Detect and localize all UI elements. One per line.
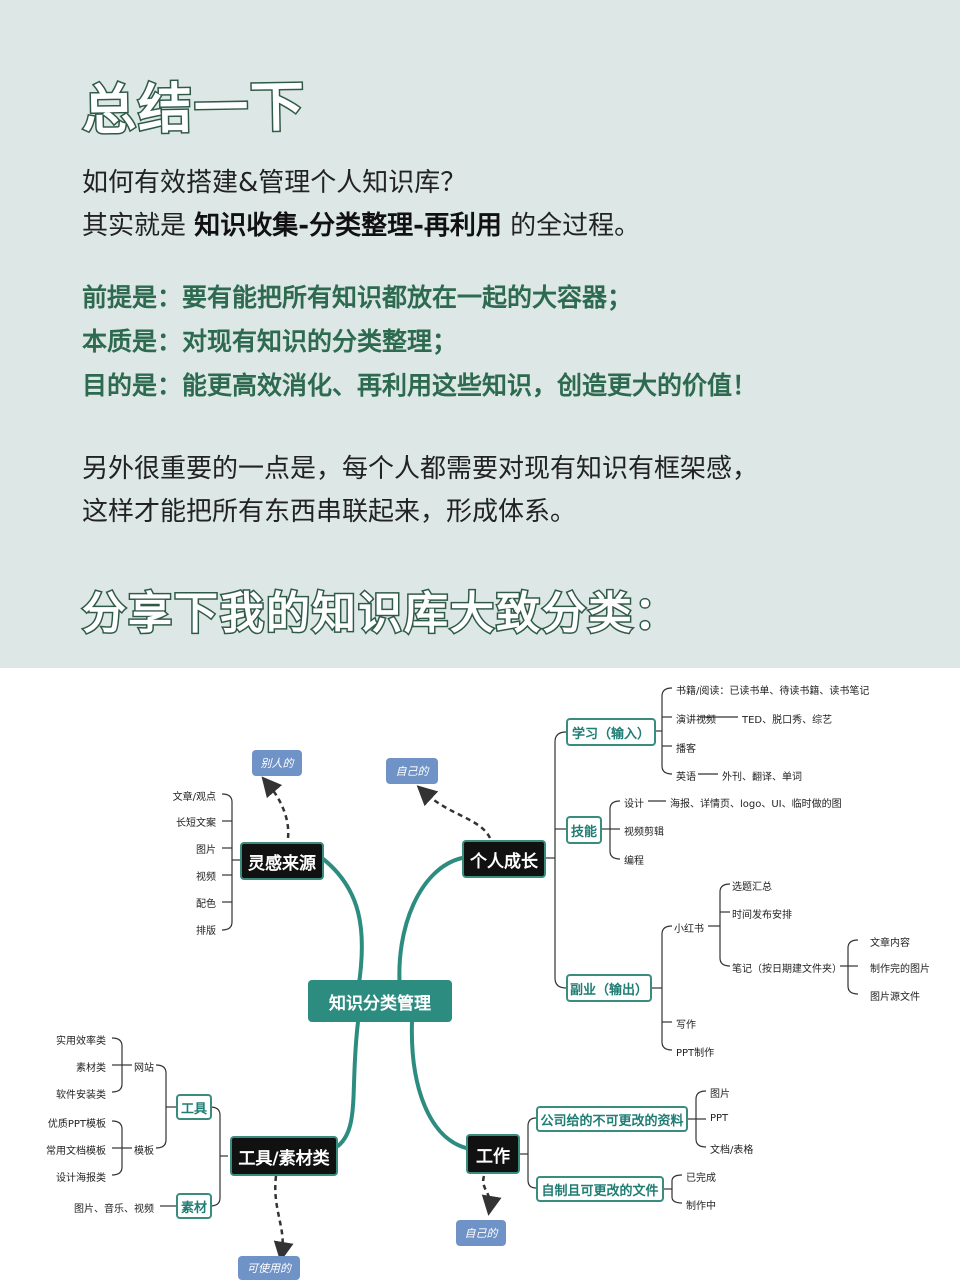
page-title: 总结一下 [80, 74, 308, 144]
key-points: 前提是：要有能把所有知识都放在一起的大容器； 本质是：对现有知识的分类整理； 目… [82, 276, 757, 408]
leaf-ppt-templates: 优质PPT模板 [47, 1119, 106, 1130]
node-materials[interactable]: 素材 [176, 1193, 212, 1219]
leaf-ppt-making: PPT制作 [676, 1048, 715, 1059]
summary-panel: 总结一下 如何有效搭建&管理个人知识库？ 其实就是 知识收集-分类整理-再利用 … [0, 0, 960, 668]
intro-process: 其实就是 知识收集-分类整理-再利用 的全过程。 [82, 211, 641, 241]
leaf-images: 图片 [196, 845, 216, 856]
node-tools-materials[interactable]: 工具/素材类 [230, 1136, 338, 1176]
tag-others: 别人的 [252, 750, 302, 776]
branch-inspiration [320, 856, 364, 992]
mind-map: 知识分类管理 灵感来源 别人的 文章/观点 长短文案 图片 视频 配色 排版 个… [0, 668, 960, 1280]
node-tools[interactable]: 工具 [176, 1094, 212, 1120]
leaf-company-images: 图片 [710, 1089, 730, 1100]
leaf-company-ppt: PPT [710, 1113, 729, 1124]
leaf-speech: 演讲视频 [676, 715, 716, 726]
mind-map-connectors [111, 687, 859, 1262]
point-purpose: 目的是：能更高效消化、再利用这些知识，创造更大的价值！ [82, 371, 758, 400]
node-company-files[interactable]: 公司给的不可更改的资料 [536, 1106, 688, 1132]
leaf-done: 已完成 [686, 1173, 716, 1184]
branch-growth [397, 856, 464, 992]
node-inspiration[interactable]: 灵感来源 [240, 842, 324, 880]
leaf-software: 软件安装类 [56, 1090, 106, 1101]
branch-tools [336, 1020, 360, 1148]
tag-own-work: 自己的 [456, 1220, 506, 1246]
leaf-copywriting: 长短文案 [176, 818, 216, 829]
leaf-design-detail: 海报、详情页、logo、UI、临时做的图 [670, 799, 842, 810]
node-skills[interactable]: 技能 [566, 816, 602, 844]
leaf-english: 英语 [676, 772, 696, 783]
tag-own-growth: 自己的 [386, 758, 438, 784]
leaf-video-editing: 视频剪辑 [624, 827, 664, 838]
leaf-xiaohongshu: 小红书 [674, 924, 704, 935]
leaf-image-sources: 图片源文件 [870, 992, 920, 1003]
leaf-speech-detail: TED、脱口秀、综艺 [742, 715, 833, 726]
tag-usable: 可使用的 [238, 1256, 300, 1280]
leaf-websites: 网站 [134, 1063, 154, 1074]
leaf-finished-images: 制作完的图片 [870, 964, 930, 975]
leaf-design: 设计 [624, 799, 644, 810]
point-essence: 本质是：对现有知识的分类整理； [82, 327, 458, 356]
leaf-layout: 排版 [196, 926, 216, 937]
extra-line-2: 这样才能把所有东西串联起来，形成体系。 [82, 497, 577, 527]
leaf-colors: 配色 [196, 899, 216, 910]
leaf-english-detail: 外刊、翻译、单词 [722, 772, 802, 783]
leaf-videos: 视频 [196, 872, 216, 883]
extra-text: 另外很重要的一点是，每个人都需要对现有知识有框架感， 这样才能把所有东西串联起来… [82, 448, 758, 534]
node-side-business[interactable]: 副业（输出） [566, 974, 652, 1002]
center-node[interactable]: 知识分类管理 [308, 980, 452, 1022]
leaf-notes: 笔记（按日期建文件夹） [732, 964, 842, 975]
leaf-coding: 编程 [624, 856, 644, 867]
leaf-in-progress: 制作中 [686, 1201, 716, 1212]
leaf-articles: 文章/观点 [172, 792, 216, 803]
branch-work [409, 1020, 468, 1150]
leaf-material-sites: 素材类 [76, 1063, 106, 1074]
node-growth[interactable]: 个人成长 [462, 840, 546, 878]
leaf-writing: 写作 [676, 1020, 696, 1031]
node-study[interactable]: 学习（输入） [566, 718, 656, 746]
node-own-files[interactable]: 自制且可更改的文件 [536, 1176, 664, 1202]
extra-line-1: 另外很重要的一点是，每个人都需要对现有知识有框架感， [82, 454, 759, 484]
intro-question: 如何有效搭建&管理个人知识库？ [82, 168, 467, 198]
leaf-books: 书籍/阅读：已读书单、待读书籍、读书笔记 [676, 686, 870, 697]
leaf-podcast: 播客 [676, 744, 696, 755]
share-title: 分享下我的知识库大致分类： [81, 587, 680, 641]
leaf-efficiency: 实用效率类 [56, 1036, 106, 1047]
leaf-article-content: 文章内容 [870, 938, 910, 949]
node-work[interactable]: 工作 [466, 1134, 520, 1174]
leaf-doc-templates: 常用文档模板 [46, 1146, 106, 1157]
leaf-schedule: 时间发布安排 [732, 910, 792, 921]
leaf-topics: 选题汇总 [732, 882, 772, 893]
process-highlight: 知识收集-分类整理-再利用 [194, 211, 502, 241]
leaf-company-docs: 文档/表格 [710, 1145, 754, 1156]
leaf-media: 图片、音乐、视频 [74, 1204, 154, 1215]
intro-text: 如何有效搭建&管理个人知识库？ 其实就是 知识收集-分类整理-再利用 的全过程。 [82, 162, 640, 248]
leaf-templates: 模板 [134, 1146, 154, 1157]
leaf-poster-design: 设计海报类 [56, 1173, 106, 1184]
point-premise: 前提是：要有能把所有知识都放在一起的大容器； [82, 283, 633, 312]
